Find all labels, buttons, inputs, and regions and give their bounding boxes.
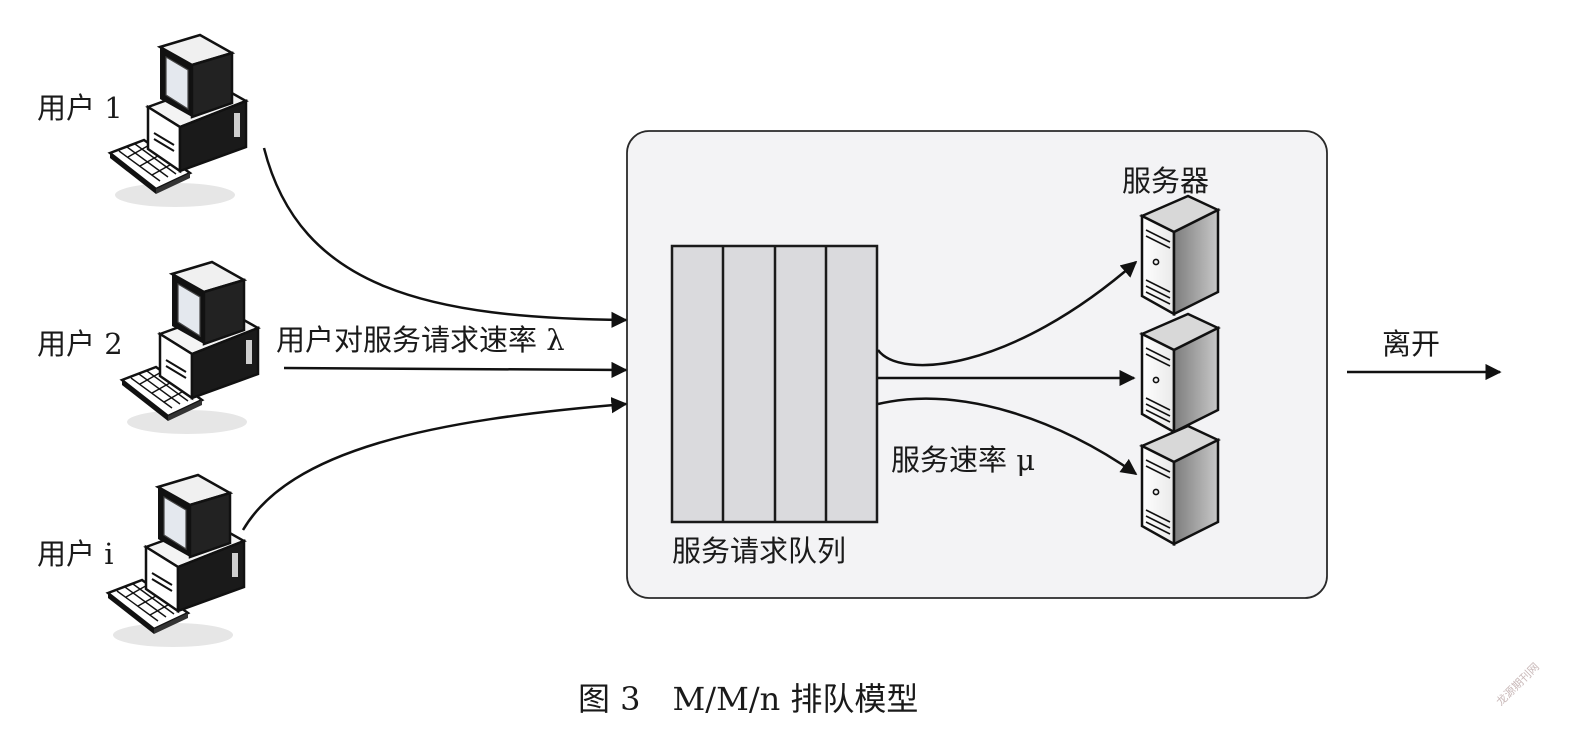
arrival-arrow-user-2: [283, 361, 628, 379]
arrival-rate-label: 用户对服务请求速率 λ: [276, 323, 565, 357]
desktop-computer-icon: [120, 260, 260, 436]
service-queue: [670, 244, 879, 524]
service-arrow-server-1: [876, 260, 1138, 367]
user-i-label: 用户 i: [37, 537, 114, 571]
user-2-label: 用户 2: [37, 327, 123, 361]
server-tower-icon: [1140, 312, 1220, 434]
user-1-label: 用户 1: [37, 91, 123, 125]
figure-caption: 图 3 M/M/n 排队模型: [578, 680, 919, 718]
arrival-arrow-user-i: [241, 397, 628, 531]
service-rate-label: 服务速率 μ: [891, 443, 1036, 477]
leave-label: 离开: [1382, 327, 1441, 361]
server-tower-icon: [1140, 424, 1220, 546]
arrival-arrow-user-1: [262, 147, 628, 328]
server-tower-icon: [1140, 194, 1220, 316]
desktop-computer-icon: [108, 33, 248, 209]
queue-label: 服务请求队列: [672, 534, 847, 568]
service-arrow-server-3: [877, 397, 1138, 476]
servers-label: 服务器: [1122, 164, 1210, 198]
desktop-computer-icon: [106, 473, 246, 649]
